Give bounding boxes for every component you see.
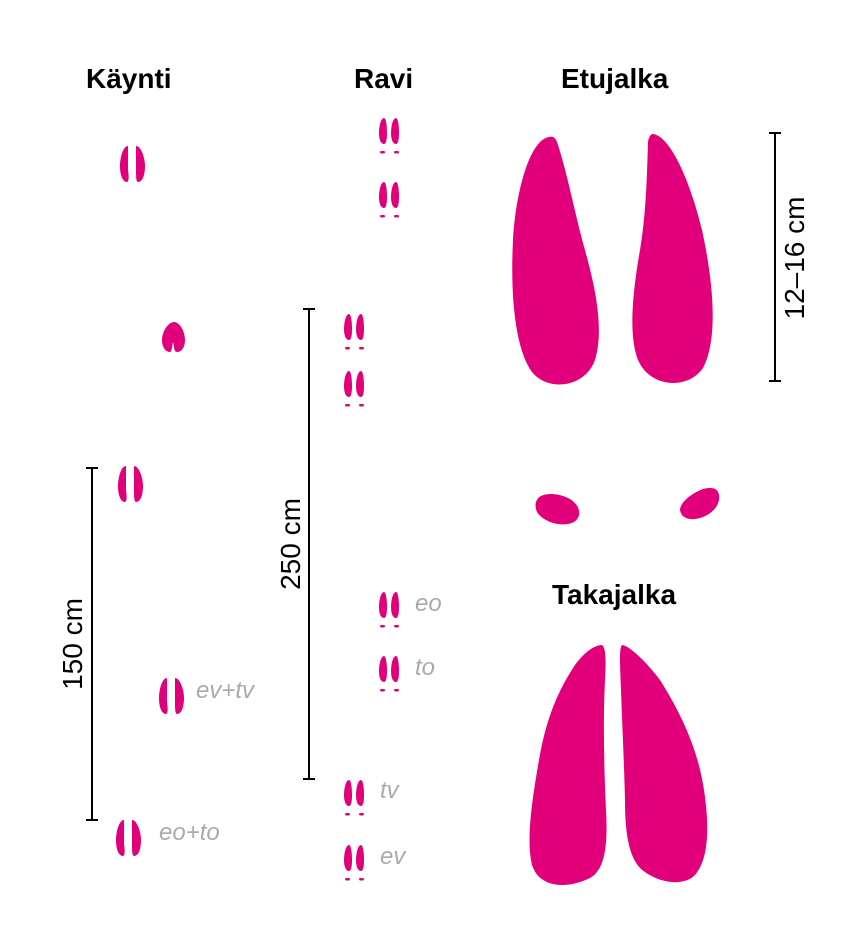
- trot-print-1: [379, 118, 399, 154]
- walk-print-2: [162, 322, 185, 352]
- trot-print-7: [344, 780, 364, 816]
- trot-label-to: to: [415, 654, 436, 681]
- walk-stride-label: 150 cm: [57, 598, 88, 690]
- heading-trot: Ravi: [354, 63, 414, 94]
- trot-print-5: [379, 592, 399, 628]
- trot-print-2: [379, 182, 399, 218]
- front-left-toe: [512, 136, 599, 385]
- hind-foot-print: [529, 645, 708, 885]
- trot-track: [344, 118, 399, 881]
- trot-label-eo: eo: [415, 590, 442, 617]
- trot-scale-bar: [303, 308, 315, 780]
- trot-label-tv: tv: [380, 777, 399, 804]
- heading-walk: Käynti: [86, 63, 172, 94]
- walk-label-eo-to: eo+to: [159, 819, 220, 846]
- walk-print-5: [116, 820, 141, 856]
- walk-print-1: [120, 146, 145, 182]
- walk-scale-bar: [86, 467, 98, 821]
- front-right-toe: [632, 134, 713, 383]
- trot-print-6: [379, 656, 399, 692]
- hind-right-toe: [620, 645, 708, 883]
- trot-stride-label: 250 cm: [275, 498, 306, 590]
- walk-print-3: [118, 466, 143, 502]
- trot-print-8: [344, 845, 364, 881]
- walk-print-4: [159, 678, 184, 714]
- front-left-dewclaw: [535, 494, 580, 525]
- heading-front-foot: Etujalka: [561, 63, 669, 94]
- trot-print-4: [344, 371, 364, 407]
- heading-hind-foot: Takajalka: [552, 579, 677, 610]
- trot-print-3: [344, 314, 364, 350]
- walk-label-ev-tv: ev+tv: [196, 677, 255, 704]
- walk-track: [116, 146, 185, 856]
- hind-left-toe: [529, 645, 607, 885]
- front-foot-print: [512, 134, 720, 525]
- trot-label-ev: ev: [380, 843, 406, 870]
- hoof-length-label: 12–16 cm: [779, 196, 810, 320]
- hoof-length-scale-bar: [769, 132, 781, 382]
- front-right-dewclaw: [680, 488, 720, 520]
